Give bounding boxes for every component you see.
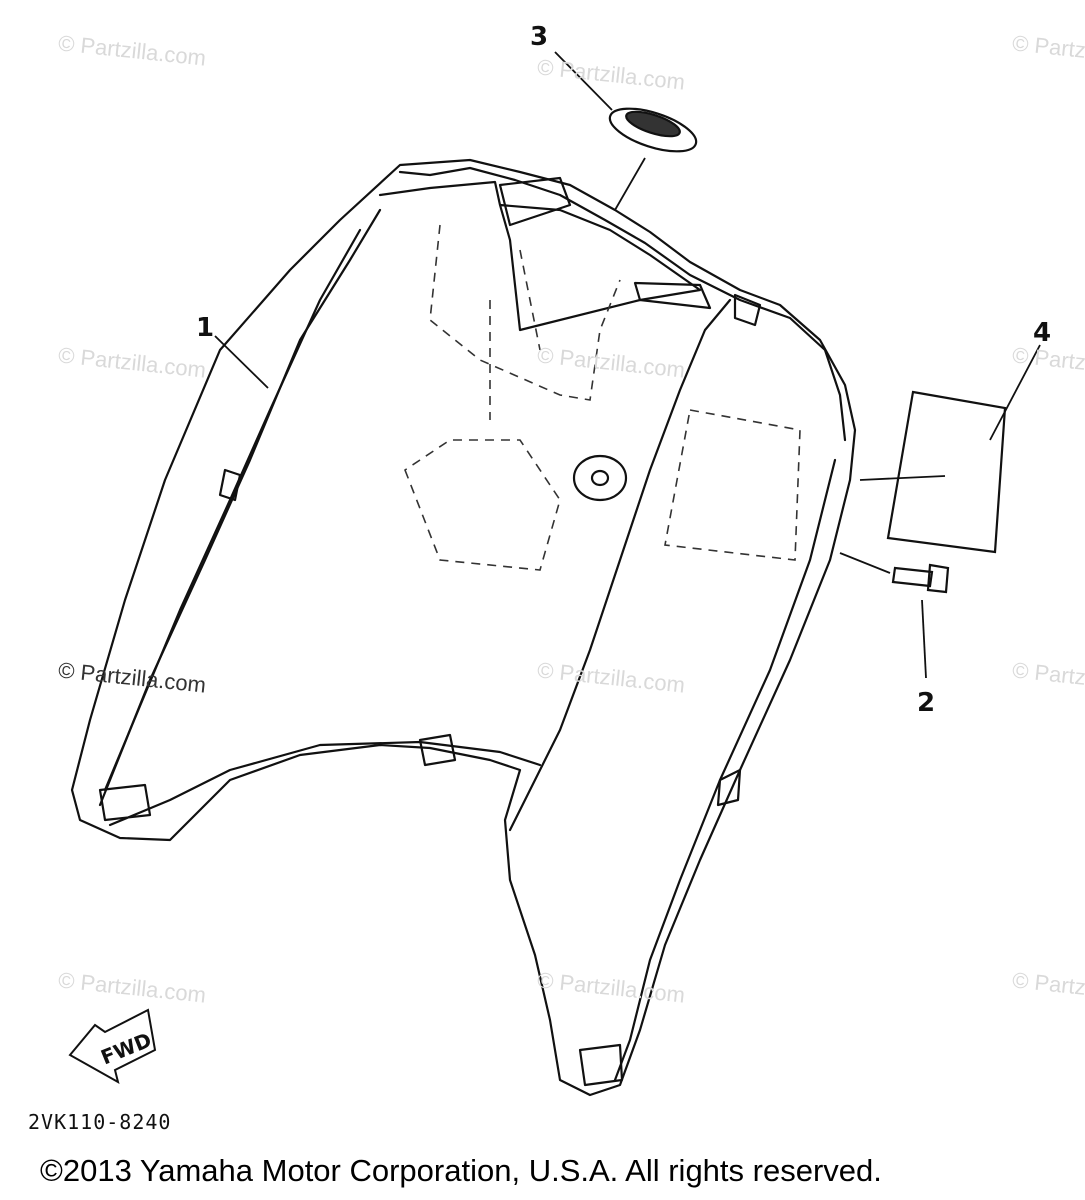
leader-3 <box>554 51 613 111</box>
callout-3: 3 <box>530 22 549 52</box>
dashed-label-area <box>664 409 801 561</box>
leader-4 <box>989 344 1041 441</box>
leader-2b <box>839 552 891 574</box>
diagram-code: 2VK110-8240 <box>28 1110 172 1134</box>
part-cap <box>608 107 698 153</box>
dashed-panel-lower <box>404 439 561 571</box>
part-bolt-head <box>926 563 950 594</box>
leg-shield-bottom-arc <box>108 740 542 827</box>
leader-4b <box>859 475 946 481</box>
side-clip-2 <box>716 768 742 807</box>
center-boss-hole <box>590 469 610 487</box>
center-boss <box>572 454 628 502</box>
leg-shield-left-edge-2 <box>103 228 362 792</box>
top-clip-far-right <box>733 293 762 327</box>
callout-2: 2 <box>917 688 936 718</box>
leader-2 <box>921 599 927 679</box>
callout-4: 4 <box>1033 318 1052 348</box>
fwd-arrow-group: FWD <box>68 1008 157 1085</box>
part-bolt <box>891 566 934 588</box>
leader-1 <box>214 335 269 389</box>
leader-3b <box>614 157 646 211</box>
leg-shield-outline <box>70 158 857 1097</box>
bottom-clip-left <box>98 783 152 822</box>
dashed-panel-upper <box>429 224 621 401</box>
top-clip-right <box>633 281 712 310</box>
bottom-clip-center <box>418 733 457 767</box>
callout-1: 1 <box>196 313 215 343</box>
leg-shield-right-edge <box>613 458 837 1082</box>
dashed-lines-1 <box>519 249 541 351</box>
part-label-plate <box>886 390 1007 554</box>
fwd-arrow <box>68 1008 157 1085</box>
leg-shield-rim-inner <box>378 180 702 332</box>
leg-shield-rim <box>398 166 847 442</box>
bottom-clip-right <box>578 1043 624 1087</box>
leg-shield-seam <box>508 298 732 832</box>
side-clip-1 <box>218 468 242 502</box>
leg-shield-left-edge <box>98 208 382 807</box>
part-cap-top <box>625 110 681 138</box>
top-clip-left <box>498 176 572 227</box>
copyright-notice: ©2013 Yamaha Motor Corporation, U.S.A. A… <box>40 1153 882 1188</box>
